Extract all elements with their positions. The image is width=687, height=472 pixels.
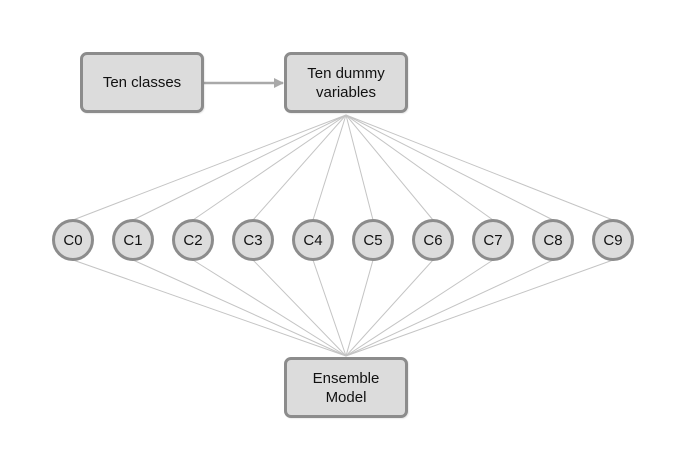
classifier-node-c5: C5 [352, 219, 394, 261]
classifier-node-c6: C6 [412, 219, 454, 261]
classifier-label: C3 [243, 231, 263, 249]
edge-dummy-to-c2 [192, 114, 347, 221]
edge-c2-to-ensemble [192, 259, 347, 357]
classifier-node-c7: C7 [472, 219, 514, 261]
edge-c3-to-ensemble [252, 259, 347, 357]
edge-c7-to-ensemble [345, 259, 494, 357]
edge-c5-to-ensemble [345, 259, 374, 357]
edge-c0-to-ensemble [72, 259, 347, 357]
edge-dummy-to-c0 [72, 114, 347, 221]
ten-classes-box: Ten classes [80, 52, 204, 113]
classifier-label: C6 [423, 231, 443, 249]
ten-dummy-variables-box: Ten dummy variables [284, 52, 408, 113]
ensemble-model-box: Ensemble Model [284, 357, 408, 418]
classifier-label: C0 [63, 231, 83, 249]
edge-c9-to-ensemble [345, 259, 614, 357]
classifier-label: C4 [303, 231, 323, 249]
ten-dummy-variables-label: Ten dummy variables [307, 64, 385, 101]
edge-dummy-to-c3 [252, 114, 347, 221]
edge-dummy-to-c4 [312, 114, 347, 221]
classifier-label: C5 [363, 231, 383, 249]
edge-dummy-to-c6 [345, 114, 434, 221]
classifier-label: C8 [543, 231, 563, 249]
classifier-label: C2 [183, 231, 203, 249]
classifier-label: C9 [603, 231, 623, 249]
ten-classes-label: Ten classes [102, 74, 182, 91]
edge-dummy-to-c7 [345, 114, 494, 221]
edge-dummy-to-c9 [345, 114, 614, 221]
classifier-label: C7 [483, 231, 503, 249]
classifier-node-c4: C4 [292, 219, 334, 261]
edge-c8-to-ensemble [345, 259, 554, 357]
classifier-node-c0: C0 [52, 219, 94, 261]
edge-dummy-to-c8 [345, 114, 554, 221]
classifier-node-c9: C9 [592, 219, 634, 261]
ensemble-model-label: Ensemble Model [312, 369, 380, 406]
edge-dummy-to-c5 [345, 114, 374, 221]
edge-c4-to-ensemble [312, 259, 347, 357]
edge-c6-to-ensemble [345, 259, 434, 357]
classifier-edges [72, 114, 614, 357]
classifier-node-c2: C2 [172, 219, 214, 261]
classifier-node-c8: C8 [532, 219, 574, 261]
classifier-node-c3: C3 [232, 219, 274, 261]
classifier-node-c1: C1 [112, 219, 154, 261]
edge-dummy-to-c1 [132, 114, 347, 221]
edge-c1-to-ensemble [132, 259, 347, 357]
classifier-label: C1 [123, 231, 143, 249]
